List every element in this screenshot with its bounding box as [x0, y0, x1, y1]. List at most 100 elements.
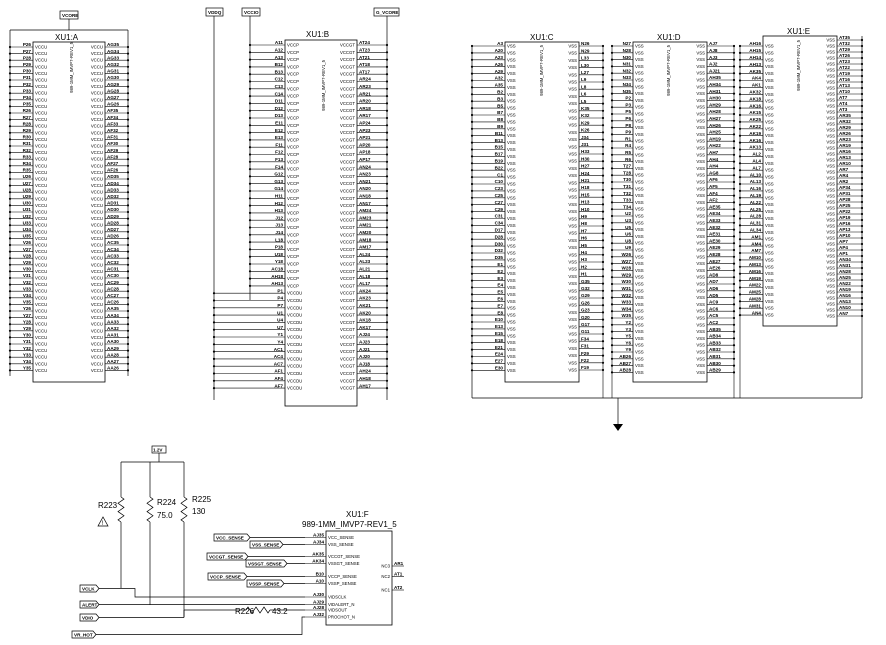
junction-dot [610, 153, 614, 156]
pin-name: VSS [765, 57, 774, 62]
junction-dot [248, 95, 252, 98]
pin-name: VCCU [35, 117, 47, 122]
pin-name: VSS [507, 78, 516, 83]
junction-dot [732, 112, 736, 116]
pin-number: AC18 [271, 267, 283, 272]
pin-number: AF2 [709, 198, 718, 203]
junction-dot [610, 269, 614, 272]
pin-name: VSS [568, 130, 577, 135]
resistor-r225[interactable]: R225 130 [180, 462, 212, 617]
pin-number: AD6 [709, 286, 719, 291]
pin-name: VCCU [91, 64, 103, 69]
junction-dot [738, 203, 742, 206]
pin-number: AG8 [709, 170, 719, 175]
junction-dot [126, 138, 130, 141]
pin-name: VSS [507, 361, 516, 366]
junction-dot [8, 276, 12, 280]
junction-dot [732, 160, 736, 163]
pin-number: AJ21 [359, 347, 370, 352]
pin-number: AT13 [839, 83, 850, 88]
junction-dot [126, 118, 130, 121]
pin-number: B8 [497, 117, 503, 122]
junction-dot [248, 204, 252, 207]
pin-name: VSSP_SENSE [328, 581, 357, 586]
pin-number: F31 [581, 344, 589, 349]
pin-name: VCCU [91, 295, 103, 300]
pin-name: VSS [765, 244, 774, 249]
pin-name: VSS [826, 200, 835, 205]
pin-number: F12 [275, 150, 283, 155]
pin-name: VCCGT [340, 371, 355, 376]
pin-number: E24 [495, 352, 504, 357]
pin-name: VCCP [287, 276, 299, 281]
pin-name: VSS [696, 234, 705, 239]
resistor-r226[interactable]: R226 43.2 [235, 606, 305, 616]
pin-name: VSS [765, 195, 774, 200]
pin-number: G35 [581, 279, 590, 284]
pin-name: VIDALERT_N [328, 602, 354, 607]
junction-dot [126, 131, 130, 134]
pin-name: VCCU [91, 84, 103, 89]
pin-number: R30 [23, 135, 32, 140]
resistor-r223[interactable]: R223 ! [97, 462, 125, 588]
junction-dot [610, 296, 614, 299]
pin-number: H6 [581, 236, 587, 241]
junction-dot [8, 158, 12, 161]
pin-number: AL22 [750, 200, 762, 205]
junction-dot [732, 146, 736, 150]
pin-number: AT19 [839, 71, 850, 76]
pin-number: V35 [23, 300, 32, 305]
junction-dot [8, 92, 12, 95]
pin-number: H13 [581, 200, 590, 205]
pin-name: VCCGT [340, 313, 355, 318]
pin-name: VSS [696, 282, 705, 287]
pin-name: VSS [696, 254, 705, 259]
pin-name: VSS [696, 125, 705, 130]
junction-dot [385, 314, 389, 317]
pin-number: A10 [316, 579, 325, 584]
pin-name: VSS [635, 302, 644, 307]
pin-number: AG29 [107, 82, 119, 87]
r225-value: 130 [192, 507, 206, 516]
pin-name: VCCU [91, 243, 103, 248]
pin-name: VSS [696, 336, 705, 341]
pin-name: VSS [826, 152, 835, 157]
junction-dot [385, 51, 389, 54]
junction-dot [610, 174, 614, 177]
junction-dot [385, 65, 389, 68]
pin-number: AL23 [359, 259, 371, 264]
junction-dot [248, 197, 252, 200]
pin-name: VCCGT [340, 137, 355, 142]
pin-number: AB26 [619, 354, 631, 359]
pin-number: AR23 [359, 84, 371, 89]
junction-dot [385, 299, 389, 302]
pin-name: VCCU [35, 45, 47, 50]
pin-name: VSS [568, 58, 577, 63]
pin-number: V29 [23, 260, 32, 265]
junction-dot [732, 262, 736, 265]
junction-dot [248, 131, 252, 134]
pin-name: VSS [826, 170, 835, 175]
pin-name: VCCU [35, 203, 47, 208]
pin-name: VSS [826, 272, 835, 277]
pin-name: VSS [826, 56, 835, 61]
pin-number: N32 [623, 68, 632, 73]
resistor-r224[interactable]: R224 75.0 [146, 462, 177, 605]
pin-number: AJ21 [709, 68, 720, 73]
pin-number: AN24 [359, 164, 371, 169]
pin-number: AB30 [709, 361, 721, 366]
pin-number: E6 [497, 297, 503, 302]
pin-number: AH28 [709, 109, 721, 114]
pin-name: VSS [568, 231, 577, 236]
pin-number: V34 [23, 293, 32, 298]
pin-name: NC3 [381, 564, 390, 569]
pin-name: VSS [568, 137, 577, 142]
pin-name: VSS [765, 182, 774, 187]
pin-name: VCCP [287, 94, 299, 99]
